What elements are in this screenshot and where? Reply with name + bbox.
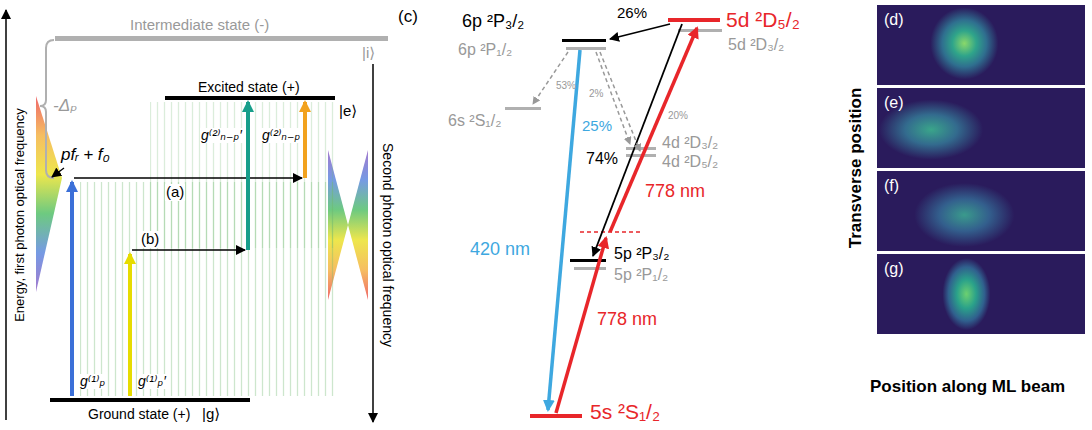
path-label: (a) [165, 184, 185, 201]
axis-label: Energy, first photon optical frequency [13, 108, 27, 322]
frequency-label: pfᵣ + f₀ [60, 146, 111, 165]
level-line [566, 47, 606, 50]
intermediate-level [55, 36, 388, 41]
level-diagram [505, 18, 722, 418]
branching-ratio: 25% [582, 118, 612, 135]
ground-level [50, 398, 250, 402]
branching-ratio: 2% [589, 88, 603, 99]
level-line [574, 267, 606, 270]
ket-label: |e⟩ [339, 103, 357, 120]
shift-arrow [74, 177, 302, 179]
level-line [678, 29, 722, 32]
comb-mode-label: g⁽²⁾ₙ₋ₚ′ [200, 128, 243, 143]
branching-ratio: 53% [556, 80, 576, 91]
decay-arrow [610, 24, 670, 39]
level-label: 5p ²P₃/₂ [614, 245, 669, 263]
detuning-label: -Δₚ [52, 97, 78, 116]
decay-arrow [533, 52, 568, 104]
level-line [530, 414, 582, 418]
level-label: 6p ²P₃/₂ [462, 12, 524, 32]
wavelength-label: 420 nm [470, 240, 530, 260]
panel-label: (e) [884, 94, 904, 112]
photon-arrow [70, 182, 74, 396]
level-label: 6s ²S₁/₂ [448, 112, 501, 130]
state-label: Intermediate state (-) [130, 17, 269, 34]
comb-spectrum [36, 96, 62, 292]
frequency-axis [372, 64, 374, 422]
wavelength-label: 778 nm [597, 310, 657, 330]
ket-label: |g⟩ [202, 406, 220, 423]
branching-ratio: 74% [586, 150, 618, 168]
comb-lines [150, 102, 335, 248]
comb-mode-label: g⁽¹⁾ₚ [79, 374, 106, 389]
level-label: 5d ²D₅/₂ [726, 8, 800, 31]
excitation-arrow [610, 28, 697, 232]
beam-image: (f) [877, 171, 1085, 251]
photon-arrow [246, 102, 250, 250]
decay-arrow [600, 52, 640, 151]
level-line [562, 39, 606, 42]
leader-arrow [52, 168, 64, 177]
level-label: 6p ²P₁/₂ [458, 41, 512, 59]
excited-level [165, 96, 335, 100]
ket-label: |i⟩ [362, 45, 375, 62]
state-label: Ground state (+) [88, 407, 190, 422]
panel-label: (f) [884, 177, 899, 195]
comb-spectrum [348, 150, 368, 300]
energy-diagram [6, 10, 388, 422]
level-line [626, 147, 656, 150]
panel-label: (g) [884, 260, 904, 278]
beam-image: (d) [877, 5, 1085, 85]
level-label: 5s ²S₁/₂ [590, 400, 660, 423]
level-label: 5d ²D₃/₂ [728, 36, 784, 54]
level-label: 4d ²D₅/₂ [662, 153, 718, 171]
state-label: Excited state (+) [198, 80, 300, 95]
comb-mode-label: g⁽²⁾ₙ₋ₚ [261, 128, 301, 143]
level-line [505, 107, 541, 110]
wavelength-label: 778 nm [645, 182, 705, 202]
path-label: (b) [140, 231, 160, 248]
branching-ratio: 26% [617, 5, 647, 22]
energy-axis [5, 10, 7, 420]
photon-arrow [128, 254, 132, 396]
level-label: 4d ²D₃/₂ [662, 134, 718, 152]
beam-image: (g) [877, 254, 1085, 334]
beam-image: (e) [877, 88, 1085, 168]
axis-label: Transverse position [847, 88, 866, 249]
axis-label: Second photon optical frequency [379, 143, 394, 347]
level-label: 5p ²P₁/₂ [614, 266, 668, 284]
comb-mode-label: g⁽¹⁾ₚ′ [137, 374, 167, 389]
branching-ratio: 20% [668, 110, 688, 121]
axis-label: Position along ML beam [870, 378, 1065, 397]
emission-arrow [548, 50, 580, 410]
panel-label: (d) [884, 11, 904, 29]
level-line [668, 18, 720, 22]
panel-label: (c) [398, 8, 418, 27]
photon-arrow [303, 102, 307, 178]
shift-arrow [132, 249, 245, 251]
